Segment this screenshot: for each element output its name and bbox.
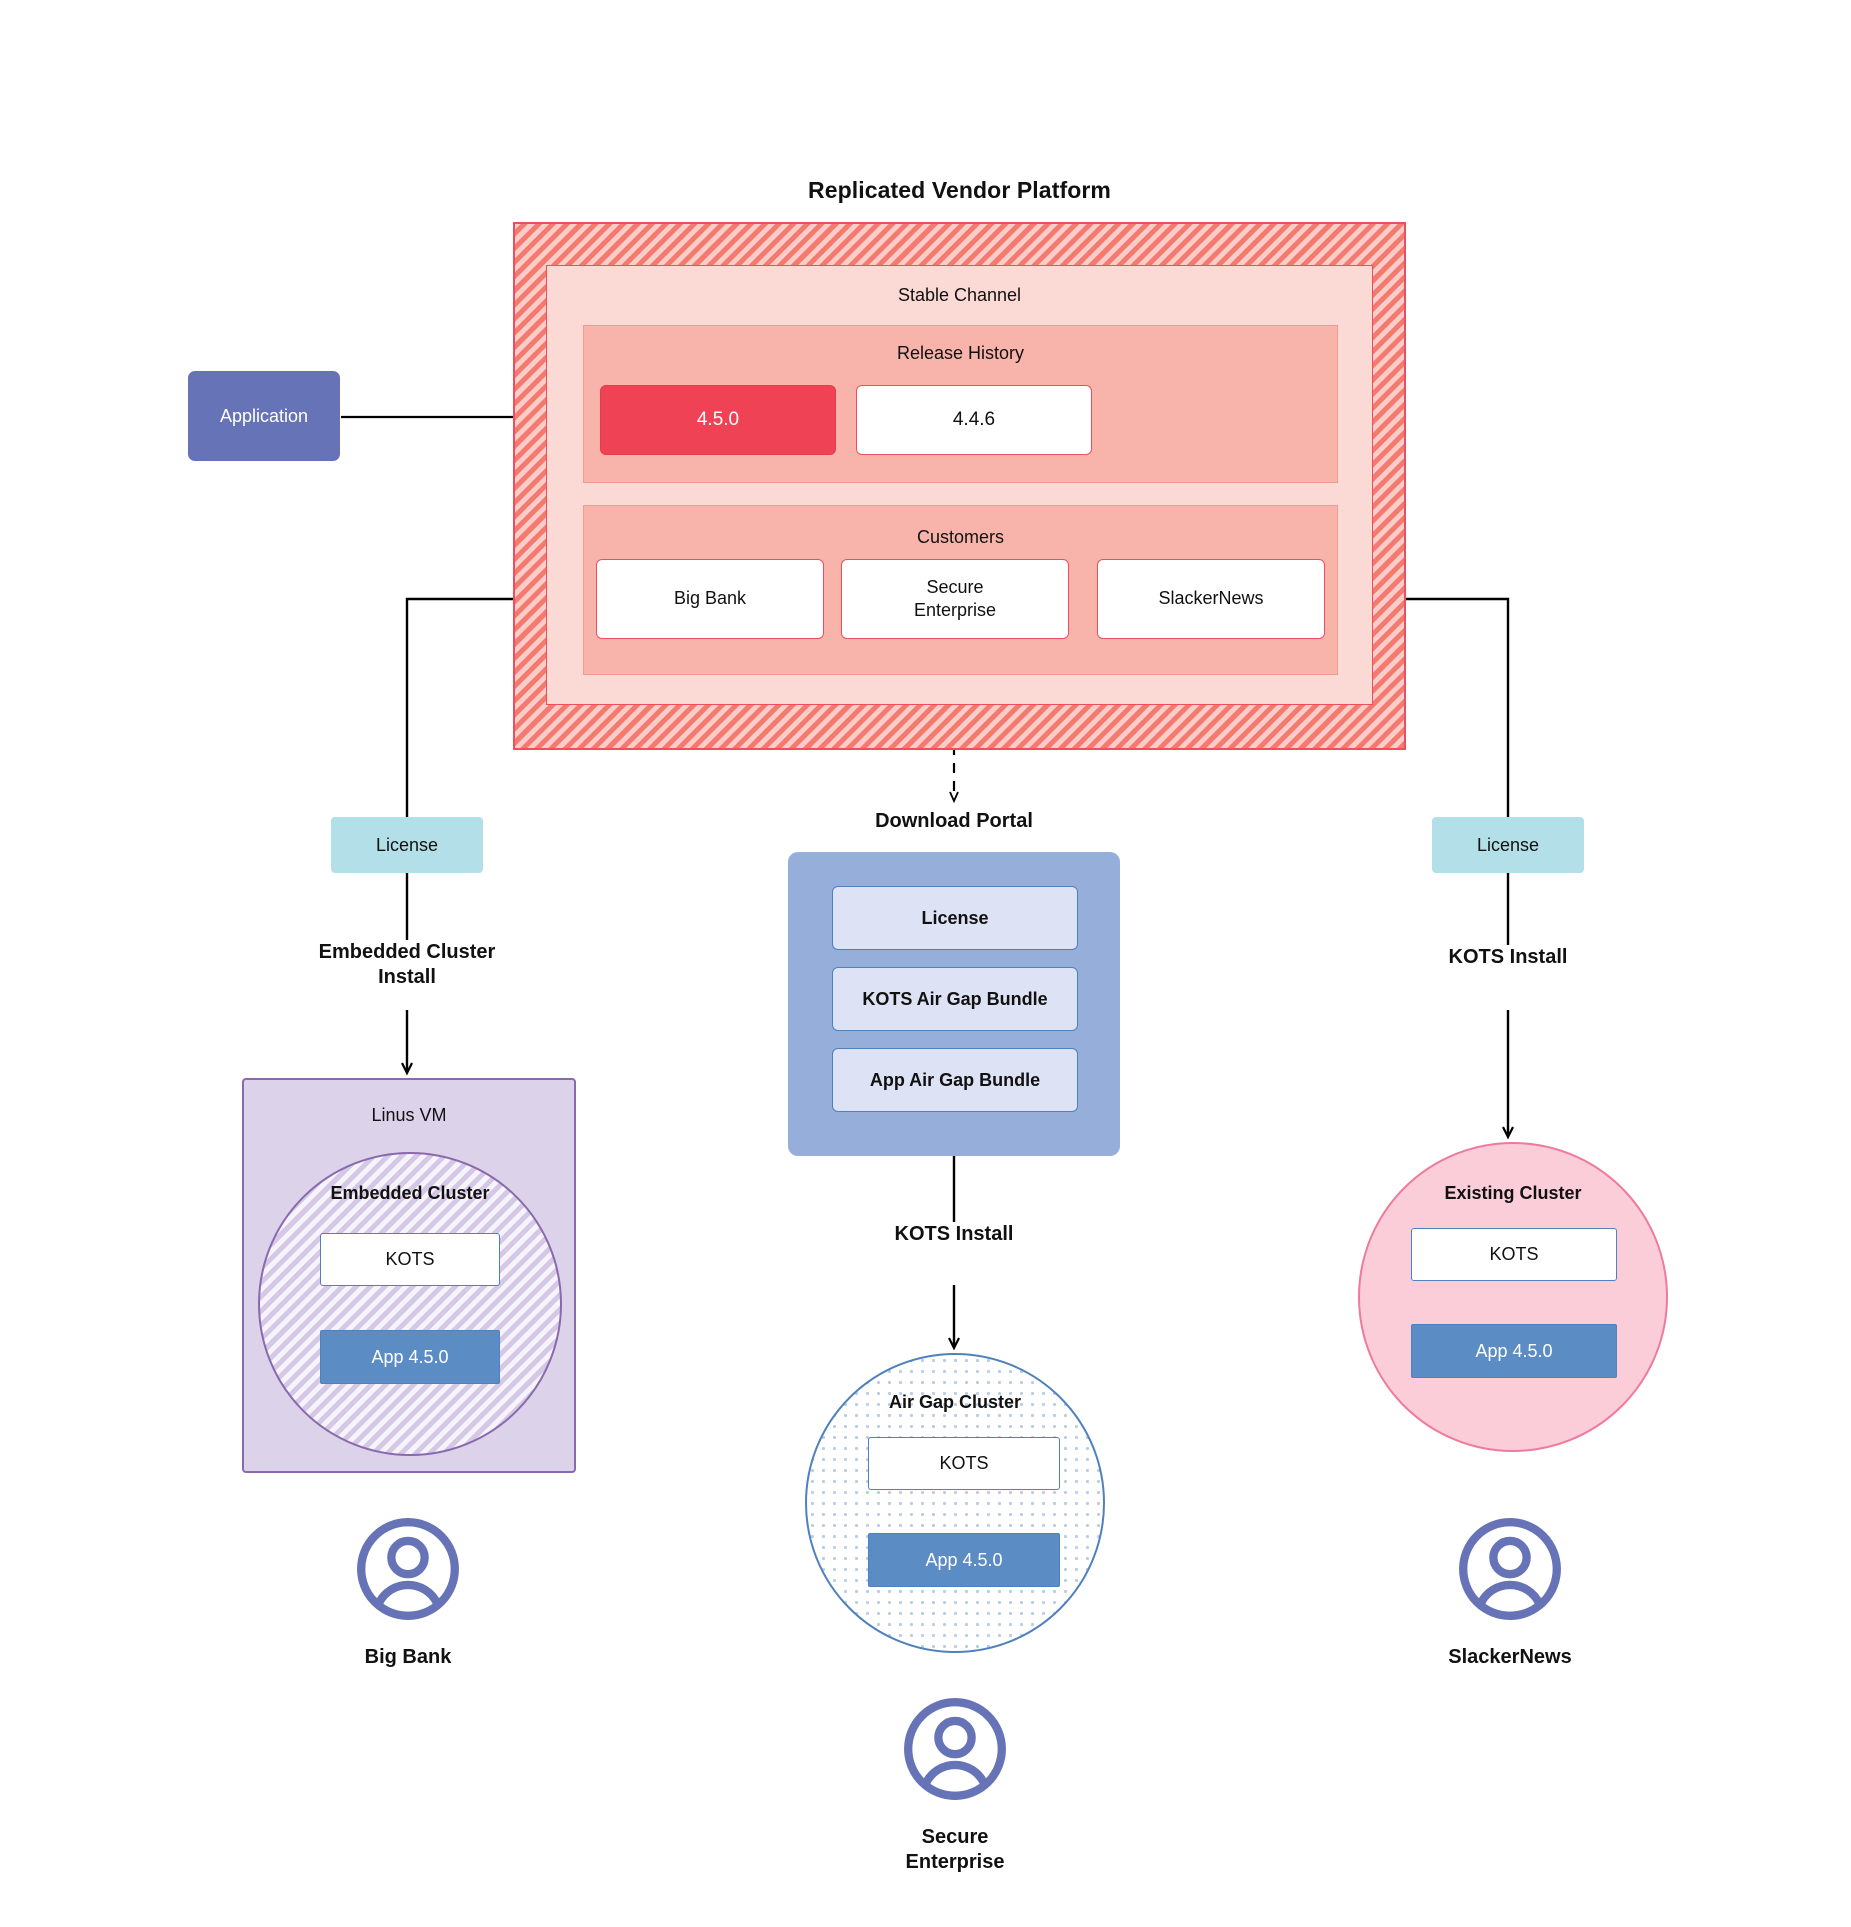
application-box[interactable]: Application	[188, 371, 340, 461]
kots-box-center[interactable]: KOTS	[868, 1437, 1060, 1490]
customer-card-slackernews[interactable]: SlackerNews	[1097, 559, 1325, 639]
install-label-center: KOTS Install	[894, 1223, 1014, 1245]
air-gap-cluster-circle	[805, 1353, 1105, 1653]
customer-card-secure-enterprise[interactable]: Secure Enterprise	[841, 559, 1069, 639]
user-avatar-icon	[1458, 1517, 1562, 1621]
install-label-left: Embedded Cluster Install	[318, 941, 496, 988]
air-gap-cluster-label: Air Gap Cluster	[888, 1392, 1022, 1412]
kots-box-right[interactable]: KOTS	[1411, 1228, 1617, 1281]
existing-cluster-label: Existing Cluster	[1444, 1183, 1582, 1203]
customer-name-right: SlackerNews	[1448, 1646, 1572, 1668]
portal-item-license[interactable]: License	[832, 886, 1078, 950]
portal-item-kots-air-gap-bundle[interactable]: KOTS Air Gap Bundle	[832, 967, 1078, 1031]
release-card-4-5-0[interactable]: 4.5.0	[600, 385, 836, 455]
existing-cluster-circle	[1358, 1142, 1668, 1452]
customer-name-left: Big Bank	[364, 1646, 452, 1668]
customer-name-center: Secure Enterprise	[905, 1826, 1005, 1873]
portal-item-app-air-gap-bundle[interactable]: App Air Gap Bundle	[832, 1048, 1078, 1112]
release-history-label: Release History	[896, 343, 1025, 363]
install-label-right: KOTS Install	[1448, 946, 1568, 968]
download-portal-title: Download Portal	[875, 810, 1033, 832]
user-avatar-icon	[903, 1697, 1007, 1801]
app-box-right[interactable]: App 4.5.0	[1411, 1324, 1617, 1378]
platform-title: Replicated Vendor Platform	[808, 177, 1111, 203]
release-card-4-4-6[interactable]: 4.4.6	[856, 385, 1092, 455]
app-box-left[interactable]: App 4.5.0	[320, 1330, 500, 1384]
linux-vm-label: Linus VM	[371, 1105, 447, 1125]
kots-box-left[interactable]: KOTS	[320, 1233, 500, 1286]
embedded-cluster-circle	[258, 1152, 562, 1456]
license-chip-right[interactable]: License	[1432, 817, 1584, 873]
embedded-cluster-label: Embedded Cluster	[330, 1183, 490, 1203]
customers-label: Customers	[916, 527, 1005, 547]
download-portal-box: License KOTS Air Gap Bundle App Air Gap …	[788, 852, 1120, 1156]
stable-channel-label: Stable Channel	[897, 285, 1022, 305]
user-avatar-icon	[356, 1517, 460, 1621]
app-box-center[interactable]: App 4.5.0	[868, 1533, 1060, 1587]
customer-card-big-bank[interactable]: Big Bank	[596, 559, 824, 639]
license-chip-left[interactable]: License	[331, 817, 483, 873]
